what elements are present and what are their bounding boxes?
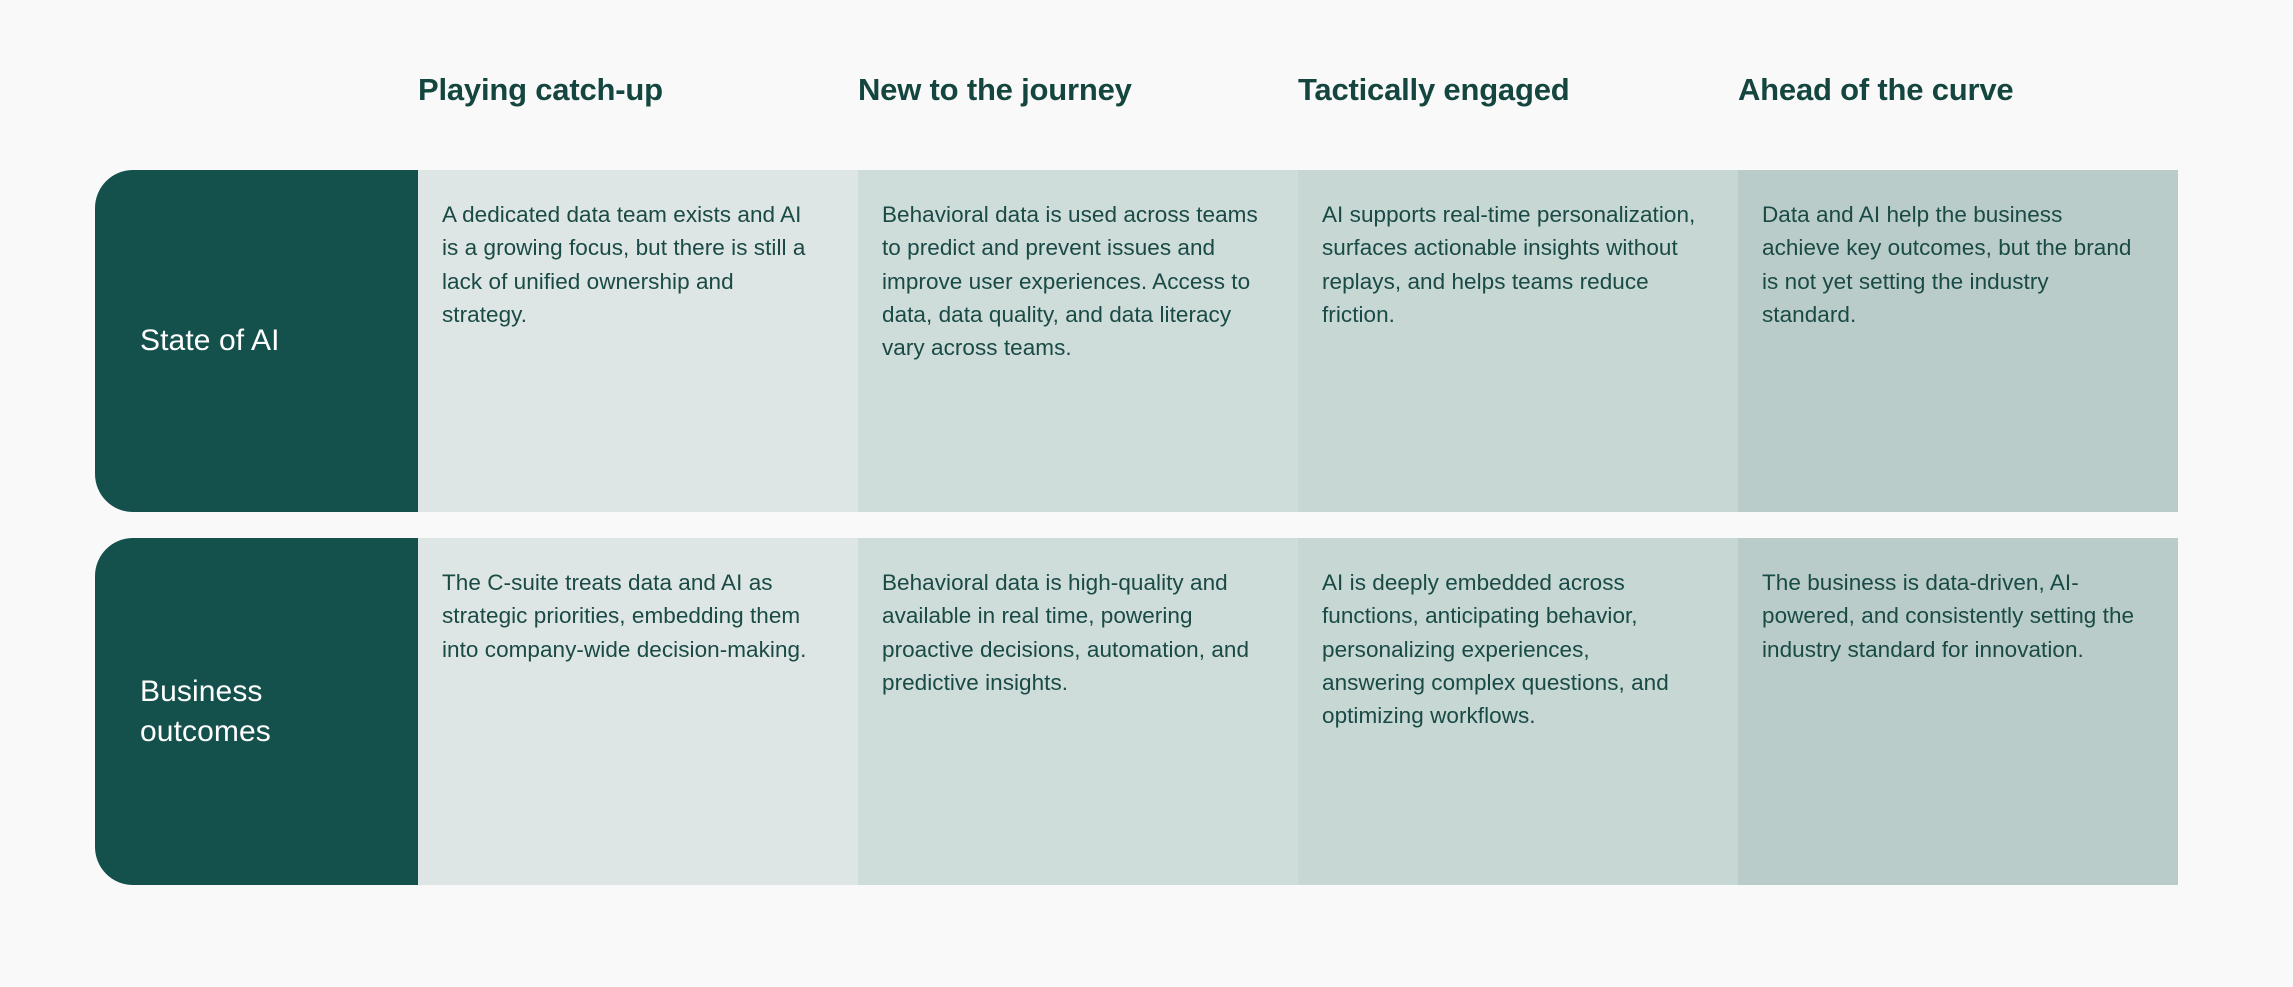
table-row: State of AI A dedicated data team exists… — [95, 170, 2178, 512]
cell-business-outcomes-tactically-engaged: AI is deeply embedded across functions, … — [1298, 538, 1738, 885]
cell-text: Behavioral data is high-quality and avai… — [882, 570, 1250, 695]
column-header-playing-catch-up: Playing catch-up — [418, 72, 663, 107]
matrix-column-header-row: Playing catch-up New to the journey Tact… — [418, 72, 2182, 134]
cell-text: AI supports real-time personalization, s… — [1322, 202, 1696, 327]
cell-text: Data and AI help the business achieve ke… — [1762, 202, 2132, 327]
cell-text: AI is deeply embedded across functions, … — [1322, 570, 1669, 729]
cell-text: The C-suite treats data and AI as strate… — [442, 570, 807, 662]
column-header-tactically-engaged: Tactically engaged — [1298, 72, 1570, 107]
cell-state-of-ai-ahead-of-the-curve: Data and AI help the business achieve ke… — [1738, 170, 2178, 512]
row-label-text: Business outcomes — [140, 674, 271, 748]
column-header-ahead-of-the-curve: Ahead of the curve — [1738, 72, 2014, 107]
cell-business-outcomes-ahead-of-the-curve: The business is data-driven, AI-powered,… — [1738, 538, 2178, 885]
table-row: Business outcomes The C-suite treats dat… — [95, 538, 2178, 885]
row-label-state-of-ai: State of AI — [95, 170, 418, 512]
row-label-text: State of AI — [140, 324, 280, 358]
cell-text: A dedicated data team exists and AI is a… — [442, 202, 806, 327]
cell-state-of-ai-new-to-the-journey: Behavioral data is used across teams to … — [858, 170, 1298, 512]
cell-business-outcomes-new-to-the-journey: Behavioral data is high-quality and avai… — [858, 538, 1298, 885]
cell-text: The business is data-driven, AI-powered,… — [1762, 570, 2135, 662]
cell-business-outcomes-playing-catch-up: The C-suite treats data and AI as strate… — [418, 538, 858, 885]
cell-text: Behavioral data is used across teams to … — [882, 202, 1258, 361]
cell-state-of-ai-playing-catch-up: A dedicated data team exists and AI is a… — [418, 170, 858, 512]
cell-state-of-ai-tactically-engaged: AI supports real-time personalization, s… — [1298, 170, 1738, 512]
column-header-new-to-the-journey: New to the journey — [858, 72, 1132, 107]
row-label-business-outcomes: Business outcomes — [95, 538, 418, 885]
